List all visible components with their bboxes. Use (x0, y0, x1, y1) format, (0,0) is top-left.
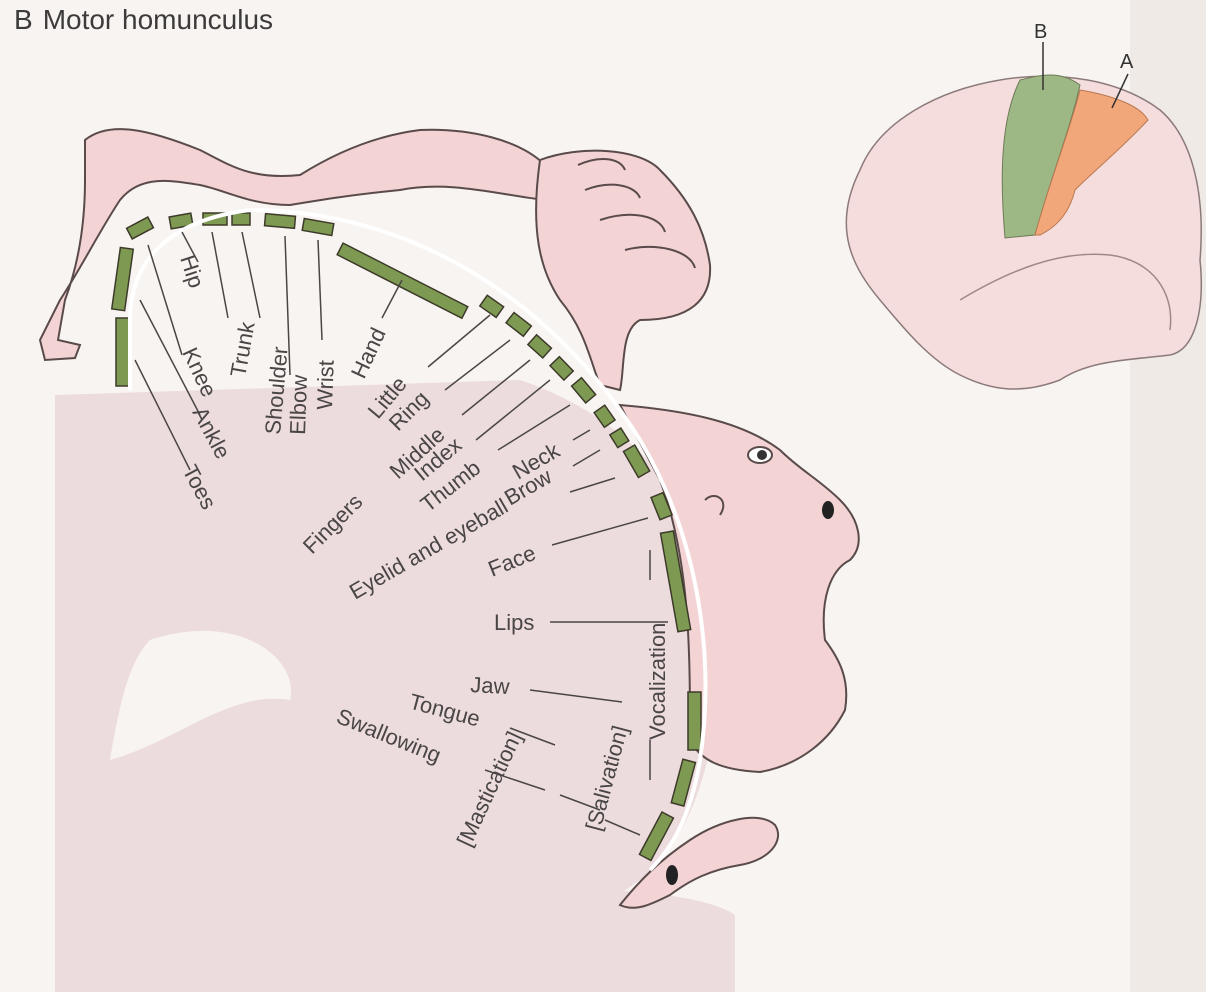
label-hand: Hand (346, 324, 391, 382)
label-hip: Hip (175, 252, 209, 291)
figure-title-text: Motor homunculus (43, 4, 273, 35)
segment-jaw (688, 692, 701, 750)
inset-label-a: A (1120, 51, 1134, 73)
segment-middle (528, 335, 552, 358)
segment-wrist (302, 218, 334, 235)
label-trunk: Trunk (225, 319, 259, 379)
segment-little (480, 295, 504, 317)
label-elbow: Elbow (285, 374, 312, 435)
segment-index (550, 357, 573, 380)
label-lips: Lips (494, 610, 534, 635)
label-vocalization: Vocalization (645, 623, 670, 740)
hand-drawing (536, 151, 710, 390)
segment-ring (506, 312, 531, 336)
segment-knee (127, 217, 154, 239)
segment-toes (116, 318, 129, 386)
label-wrist: Wrist (312, 360, 339, 411)
label-jaw: Jaw (470, 672, 510, 699)
segment-elbow (265, 214, 296, 229)
inset-label-b: B (1034, 21, 1047, 43)
segment-thumb (572, 378, 596, 403)
segment-shoulder (232, 213, 250, 225)
figure-title: B Motor homunculus (14, 4, 273, 36)
figure-letter: B (14, 4, 33, 35)
